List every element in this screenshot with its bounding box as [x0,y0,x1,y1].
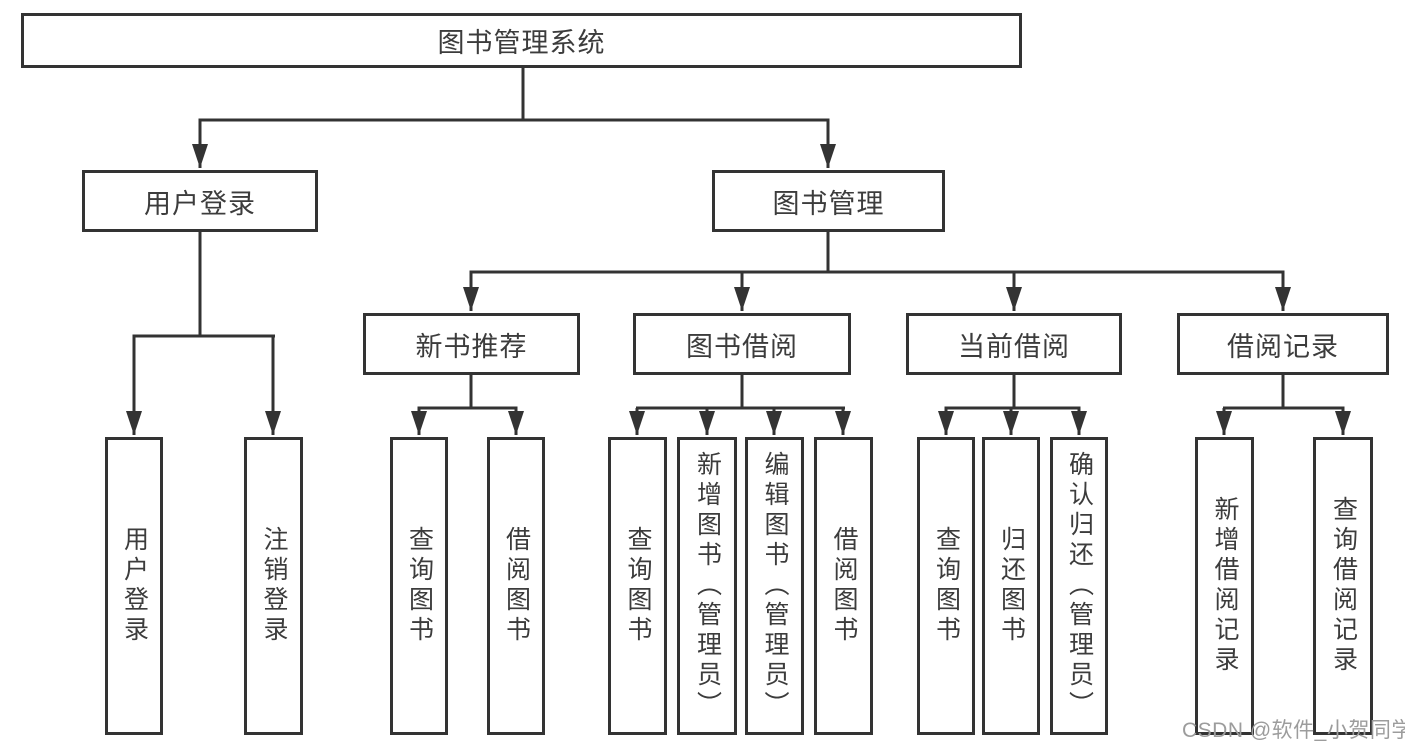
node-label: 用户登录 [120,526,149,646]
node-leaf-add-books-admin: 新增图书（管理员） [677,437,737,735]
connector-borrow-record [1223,375,1345,410]
node-label: 借阅图书 [830,526,858,646]
node-borrow-record: 借阅记录 [1177,313,1389,375]
node-leaf-query-books-2: 查询图书 [608,437,667,735]
node-label: 注销登录 [260,526,288,646]
connector-book-borrow [636,375,845,410]
node-label: 归还图书 [997,526,1026,646]
node-leaf-query-books-3: 查询图书 [917,437,975,735]
node-label: 新增借阅记录 [1211,496,1239,676]
node-label: 确认归还（管理员） [1065,451,1094,721]
node-leaf-user-login: 用户登录 [105,437,163,735]
connector-book-management [469,232,1285,274]
node-current-borrow: 当前借阅 [906,313,1122,375]
node-leaf-add-borrow-record: 新增借阅记录 [1195,437,1254,735]
node-leaf-query-books-1: 查询图书 [390,437,448,735]
connector-root [198,66,830,122]
connector-new-book-rec [417,375,518,410]
node-root: 图书管理系统 [21,13,1022,68]
node-book-management: 图书管理 [712,170,945,232]
node-new-book-recommend: 新书推荐 [363,313,580,375]
node-leaf-return-books: 归还图书 [982,437,1040,735]
node-leaf-borrow-books-2: 借阅图书 [814,437,873,735]
node-label: 查询图书 [405,526,434,646]
node-label: 查询图书 [932,526,961,646]
node-label: 查询图书 [624,526,652,646]
node-leaf-logout: 注销登录 [244,437,303,735]
node-label: 查询借阅记录 [1329,496,1358,676]
node-user-login: 用户登录 [82,170,318,232]
node-leaf-confirm-return-admin: 确认归还（管理员） [1050,437,1108,735]
node-book-borrow: 图书借阅 [633,313,851,375]
node-leaf-query-borrow-record: 查询借阅记录 [1313,437,1373,735]
connector-user-login [132,232,275,338]
node-label: 新增图书（管理员） [693,451,722,721]
connector-current-borrow [944,375,1081,410]
node-leaf-edit-books-admin: 编辑图书（管理员） [745,437,804,735]
node-leaf-borrow-books-1: 借阅图书 [487,437,545,735]
node-label: 编辑图书（管理员） [761,451,789,721]
node-label: 借阅图书 [502,526,531,646]
watermark: CSDN @软件_小贺同学 [1182,719,1405,742]
arrows [126,120,1351,435]
